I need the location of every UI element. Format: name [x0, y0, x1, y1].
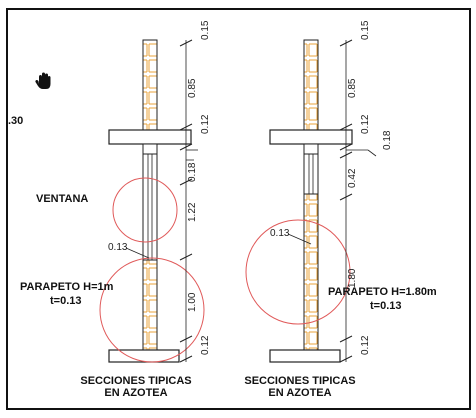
right-dim-6: 0.12: [360, 335, 371, 355]
right-dim-3: 0.18: [382, 130, 393, 150]
hand-cursor-icon: [35, 72, 51, 89]
left-title-line1: SECCIONES TIPICAS: [80, 375, 191, 387]
right-dim-1: 0.85: [347, 78, 358, 98]
right-parapet-circle: [245, 219, 351, 325]
right-parapet-label-1: PARAPETO H=1.80m: [328, 286, 437, 298]
right-dim-0: 0.15: [360, 20, 371, 40]
section-drawing: .30: [8, 20, 437, 399]
left-dim-1: 0.85: [187, 78, 198, 98]
right-upper-slab: [269, 129, 353, 145]
left-upper-wall: [142, 39, 158, 133]
left-dim-3: 0.18: [187, 162, 198, 182]
left-parapet-circle: [99, 257, 205, 363]
right-title-line1: SECCIONES TIPICAS: [244, 375, 355, 387]
left-title-line2: EN AZOTEA: [104, 387, 167, 399]
left-dim-0: 0.15: [200, 20, 211, 40]
left-lower-slab: [108, 349, 180, 363]
ventana-label: VENTANA: [36, 193, 88, 205]
right-lower-slab: [269, 349, 341, 363]
left-dim-6: 0.12: [200, 335, 211, 355]
left-parapet-label-2: t=0.13: [50, 295, 82, 307]
left-leader-label: 0.13: [108, 242, 128, 253]
right-window-frame: [303, 153, 319, 195]
left-dim-2: 0.12: [200, 114, 211, 134]
left-dim-5: 1.00: [187, 292, 198, 312]
drawing-frame: .30: [6, 8, 471, 410]
left-section: 0.13 0.15 0.85 0.12 0.18: [99, 20, 211, 363]
left-parapet-label-1: PARAPETO H=1m: [20, 281, 114, 293]
left-dim-4: 1.22: [187, 202, 198, 222]
right-upper-wall: [303, 39, 319, 133]
right-title-line2: EN AZOTEA: [268, 387, 331, 399]
left-parapet-wall: [142, 259, 158, 351]
top-left-mark: .30: [8, 115, 23, 127]
right-parapet-label-2: t=0.13: [370, 300, 402, 312]
right-leader-label: 0.13: [270, 228, 290, 239]
left-window-circle: [112, 177, 178, 243]
right-section: 0.13 0.15 0.85 0.12 0.18 0.4: [245, 20, 393, 363]
right-parapet-wall: [303, 193, 319, 351]
right-dim-5: 1.80: [347, 268, 358, 288]
right-dim-2: 0.12: [360, 114, 371, 134]
right-upper-beam: [303, 143, 319, 155]
left-window-frame: [142, 153, 158, 261]
right-dim-4: 0.42: [347, 168, 358, 188]
left-upper-slab: [108, 129, 192, 145]
left-upper-beam: [142, 143, 158, 155]
